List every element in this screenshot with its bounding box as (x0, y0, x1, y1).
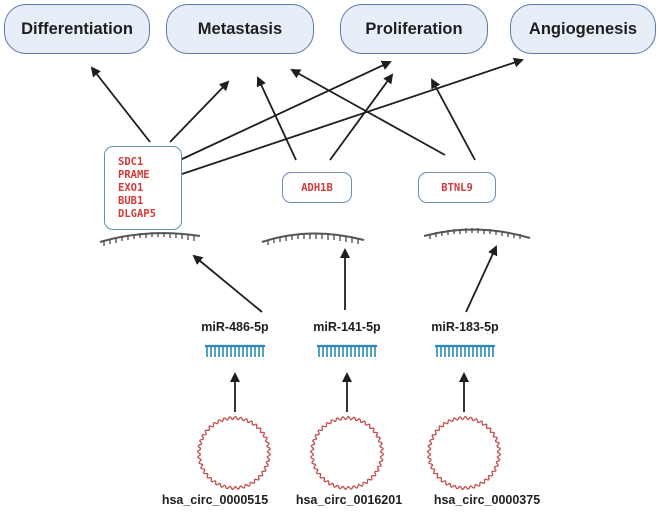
mirna-label-2: miR-141-5p (313, 320, 381, 334)
arrow-genes-to-angiogenesis (181, 57, 524, 175)
arrow-btnl9-to-proliferation (431, 78, 476, 161)
gene-label: BTNL9 (441, 181, 473, 194)
arrow-btnl9-to-metastasis (290, 69, 446, 156)
mirna-label-1: miR-486-5p (201, 320, 269, 334)
mirna-glyph-1 (205, 344, 265, 357)
target-gene-box-2: ADH1B (282, 172, 352, 203)
mrna-strand-3 (423, 228, 531, 239)
outcome-angiogenesis: Angiogenesis (510, 4, 656, 54)
circrna-label-1: hsa_circ_0000515 (161, 493, 269, 507)
circrna-circle-1 (196, 415, 272, 491)
mirna-glyph-2 (317, 344, 377, 357)
mrna-strand-1 (99, 232, 201, 246)
arrow-adh1b-to-metastasis (256, 76, 297, 161)
arrow-genes-to-metastasis (169, 80, 230, 143)
target-gene-box-3: BTNL9 (418, 172, 496, 203)
target-gene-box-1: SDC1 PRAME EXO1 BUB1 DLGAP5 (104, 146, 182, 230)
mrna-strand-2 (261, 232, 365, 245)
arrow-genes-to-proliferation (179, 60, 392, 161)
arrow-mir486-to-mrna1 (192, 254, 263, 313)
outcome-differentiation: Differentiation (4, 4, 150, 54)
circrna-label-2: hsa_circ_0016201 (295, 493, 403, 507)
gene-label: ADH1B (301, 181, 333, 194)
gene-label: EXO1 (118, 181, 144, 194)
gene-label: BUB1 (118, 194, 144, 207)
circrna-circle-3 (426, 415, 502, 491)
arrow-mir183-to-mrna3 (465, 245, 498, 313)
circrna-label-3: hsa_circ_0000375 (433, 493, 541, 507)
mirna-glyph-3 (435, 344, 495, 357)
circrna-circle-2 (309, 415, 385, 491)
gene-label: PRAME (118, 168, 150, 181)
outcome-metastasis: Metastasis (166, 4, 314, 54)
gene-label: SDC1 (118, 155, 144, 168)
arrow-genes-to-differentiation (90, 66, 151, 143)
outcome-proliferation: Proliferation (340, 4, 488, 54)
gene-label: DLGAP5 (118, 207, 156, 220)
arrow-adh1b-to-proliferation (329, 73, 394, 161)
mirna-label-3: miR-183-5p (431, 320, 499, 334)
